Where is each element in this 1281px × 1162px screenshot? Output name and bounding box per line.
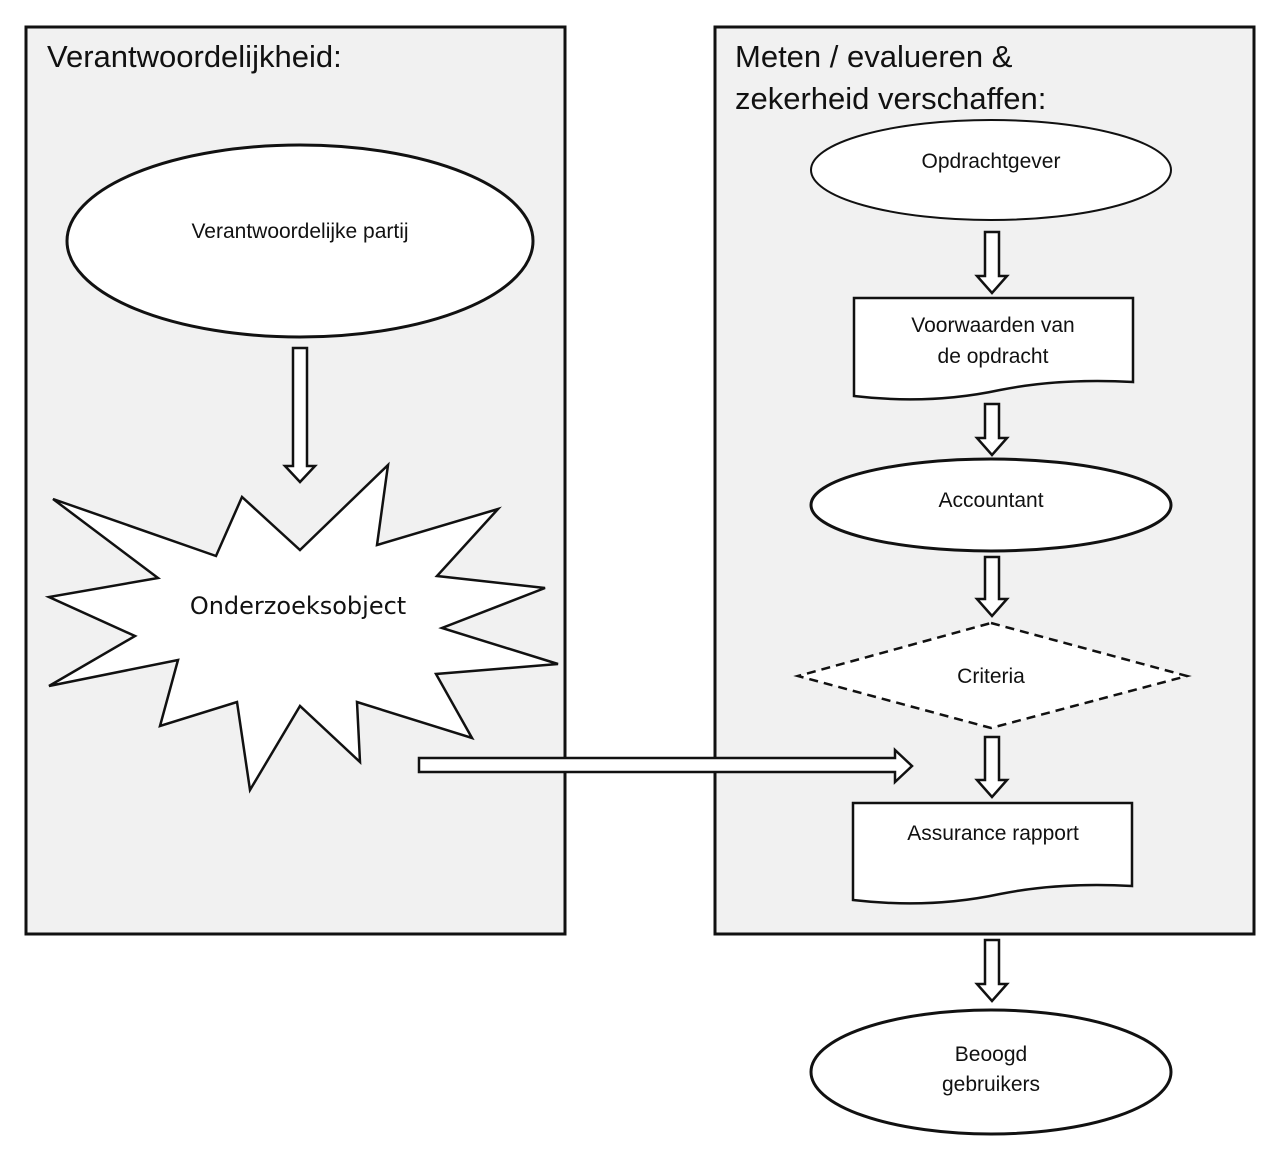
intended-users-label-line1: Beoogd (955, 1043, 1027, 1066)
right-panel-title-line2: zekerheid verschaffen: (735, 81, 1046, 116)
intended-users-ellipse (809, 1008, 1173, 1136)
accountant-ellipse (809, 457, 1173, 553)
arrow-responsible-to-subject (282, 346, 318, 484)
accountant-label: Accountant (938, 489, 1043, 512)
arrow-terms-to-accountant (974, 402, 1010, 457)
accountant-node: Accountant (809, 457, 1173, 553)
arrow-report-to-users (974, 938, 1010, 1003)
subject-matter-label: Onderzoeksobject (190, 592, 406, 620)
responsible-party-node: Verantwoordelijke partij (65, 143, 535, 339)
terms-label-line1: Voorwaarden van (911, 314, 1074, 337)
terms-label-line2: de opdracht (938, 345, 1049, 368)
assurance-report-label: Assurance rapport (907, 822, 1079, 845)
left-panel-title: Verantwoordelijkheid: (47, 39, 342, 74)
subject-matter-starburst (44, 461, 559, 794)
criteria-label: Criteria (957, 665, 1025, 688)
arrow-subject-to-assurance (417, 747, 914, 785)
intended-users-label-line2: gebruikers (942, 1073, 1040, 1096)
criteria-diamond (793, 621, 1192, 730)
terms-node: Voorwaarden van de opdracht (852, 296, 1135, 401)
engaging-party-ellipse (810, 119, 1172, 221)
arrow-engaging-to-terms (974, 230, 1010, 295)
assurance-report-node: Assurance rapport (851, 801, 1134, 905)
intended-users-node: Beoogd gebruikers (809, 1008, 1173, 1136)
right-panel-title-line1: Meten / evalueren & (735, 39, 1013, 74)
arrow-criteria-to-report (974, 735, 1010, 799)
responsible-party-ellipse (65, 143, 535, 339)
assurance-report-document-shape (851, 801, 1134, 905)
engaging-party-label: Opdrachtgever (922, 150, 1061, 173)
responsible-party-label: Verantwoordelijke partij (191, 220, 408, 243)
engaging-party-node: Opdrachtgever (810, 119, 1172, 221)
arrow-accountant-to-criteria (974, 555, 1010, 618)
criteria-node: Criteria (793, 621, 1192, 730)
subject-matter-node: Onderzoeksobject (44, 461, 559, 794)
terms-document-shape (852, 296, 1135, 401)
